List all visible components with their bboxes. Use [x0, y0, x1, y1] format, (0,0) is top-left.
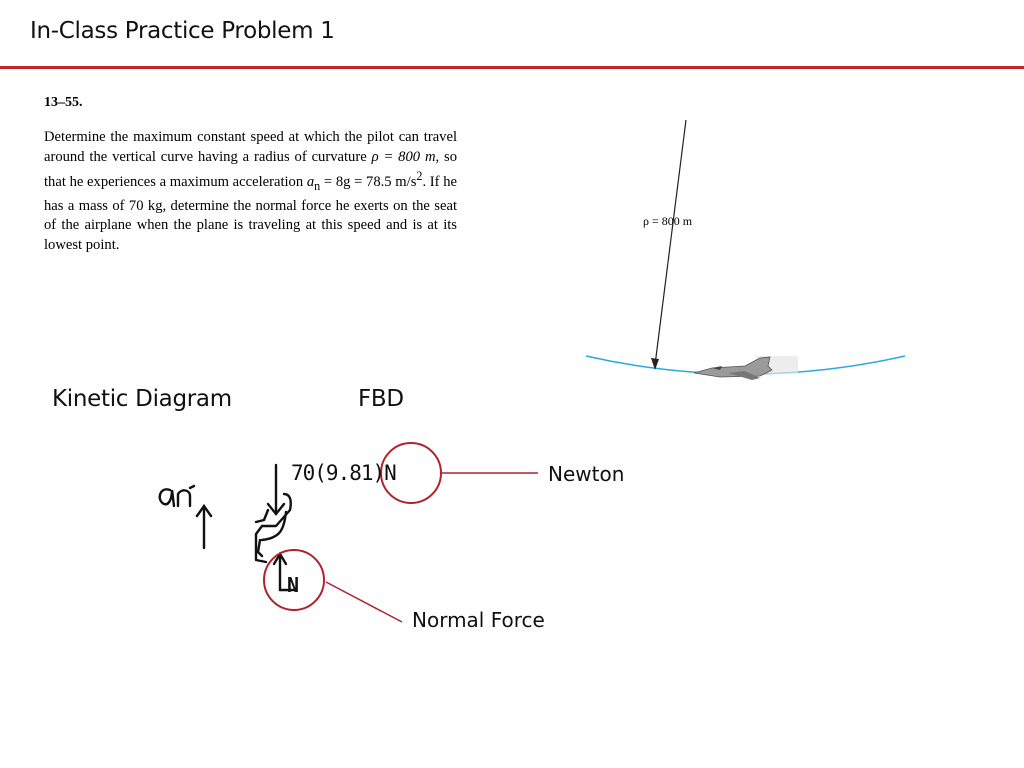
handwritten-weight: 70(9.81)N	[291, 461, 396, 485]
squared-superscript: 2	[416, 169, 423, 184]
handwritten-normal: N	[287, 573, 299, 597]
seat-sketch	[254, 492, 292, 564]
title-divider	[0, 66, 1024, 69]
newton-label: Newton	[548, 462, 625, 486]
slide-title: In-Class Practice Problem 1	[30, 18, 335, 44]
radius-line	[654, 119, 687, 366]
problem-statement: Determine the maximum constant speed at …	[44, 128, 457, 255]
problem-text-part-1: Determine the maximum constant speed at …	[44, 129, 457, 165]
normal-force-label: Normal Force	[412, 608, 545, 632]
fbd-label: FBD	[358, 386, 404, 412]
normal-callout-line	[325, 581, 403, 623]
rho-label: ρ = 800 m	[643, 214, 693, 228]
kinetic-diagram-label: Kinetic Diagram	[52, 386, 232, 412]
an-arrow-sketch	[158, 484, 213, 550]
an-symbol: a	[306, 174, 315, 191]
problem-text-part-2: , so that he experiences a maximum accel…	[44, 148, 458, 191]
acceleration-equation: = 8g = 78.5 m/s	[320, 174, 417, 191]
normal-highlight-circle	[263, 549, 325, 611]
problem-text-part-3: . If he has a mass of 70 kg, determine t…	[44, 174, 457, 253]
problem-number: 13–55.	[44, 95, 83, 110]
weight-arrow-sketch	[266, 463, 286, 516]
airplane-icon	[693, 356, 798, 380]
rho-equation: ρ = 800 m	[371, 148, 436, 165]
radius-arrowhead	[651, 358, 659, 370]
an-subscript: n	[314, 178, 321, 193]
